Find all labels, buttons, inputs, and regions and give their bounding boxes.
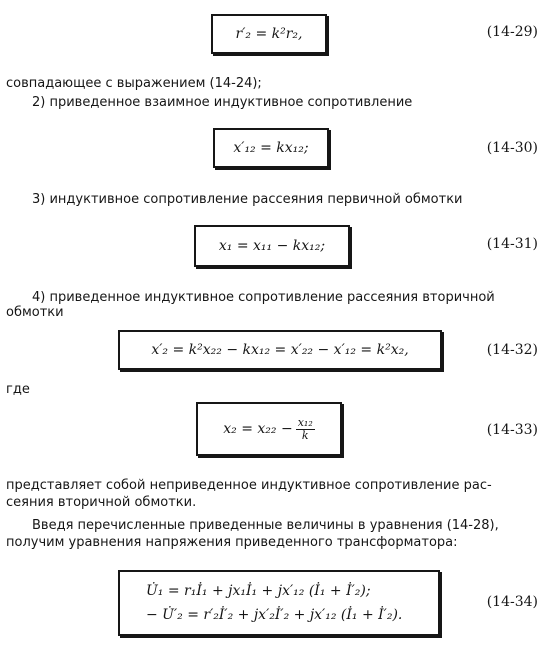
formula-box-14-32: x′₂ = k²x₂₂ − kx₁₂ = x′₂₂ − x′₁₂ = k²x₂, (118, 330, 442, 370)
paragraph-1-line-2: сеяния вторичной обмотки. (6, 495, 197, 510)
formula-box-14-31: x₁ = x₁₁ − kx₁₂; (194, 225, 350, 267)
formula-box-14-34: U̇₁ = r₁İ₁ + jx₁İ₁ + jx′₁₂ (İ₁ + İ′₂); −… (118, 570, 440, 636)
equation-number-14-31: (14-31) (486, 236, 538, 252)
formula-14-33-fraction: x₁₂ k (295, 415, 315, 442)
item-4-line-1: 4) приведенное индуктивное сопротивление… (32, 290, 495, 305)
equation-number-14-29: (14-29) (486, 24, 538, 40)
equation-number-14-32: (14-32) (486, 342, 538, 358)
equation-number-14-33: (14-33) (486, 422, 538, 438)
formula-14-31: x₁ = x₁₁ − kx₁₂; (218, 238, 326, 254)
equation-number-14-30: (14-30) (486, 140, 538, 156)
fraction-numerator: x₁₂ (295, 415, 315, 430)
where-text: где (6, 382, 30, 397)
text-after-14-29: совпадающее с выражением (14-24); (6, 76, 262, 91)
formula-14-29: r′₂ = k²r₂, (235, 26, 303, 42)
formula-14-33-lhs: x₂ = x₂₂ − (223, 421, 293, 437)
item-2-text: 2) приведенное взаимное индуктивное сопр… (32, 95, 413, 110)
fraction-denominator: k (301, 428, 309, 442)
paragraph-2-line-1: Введя перечисленные приведенные величины… (32, 518, 499, 533)
formula-14-30: x′₁₂ = kx₁₂; (233, 140, 309, 156)
formula-14-34-line-1: U̇₁ = r₁İ₁ + jx₁İ₁ + jx′₁₂ (İ₁ + İ′₂); (146, 583, 371, 599)
formula-box-14-30: x′₁₂ = kx₁₂; (213, 128, 329, 168)
formula-box-14-29: r′₂ = k²r₂, (211, 14, 327, 54)
formula-14-32: x′₂ = k²x₂₂ − kx₁₂ = x′₂₂ − x′₁₂ = k²x₂, (151, 342, 409, 358)
equation-number-14-34: (14-34) (486, 594, 538, 610)
item-4-line-2: обмотки (6, 305, 64, 320)
item-3-text: 3) индуктивное сопротивление рассеяния п… (32, 192, 463, 207)
formula-box-14-33: x₂ = x₂₂ − x₁₂ k (196, 402, 342, 456)
paragraph-1-line-1: представляет собой неприведенное индукти… (6, 478, 492, 493)
formula-14-34-line-2: − U̇′₂ = r′₂İ′₂ + jx′₂İ′₂ + jx′₁₂ (İ₁ + … (146, 607, 403, 623)
paragraph-2-line-2: получим уравнения напряжения приведенног… (6, 535, 458, 550)
